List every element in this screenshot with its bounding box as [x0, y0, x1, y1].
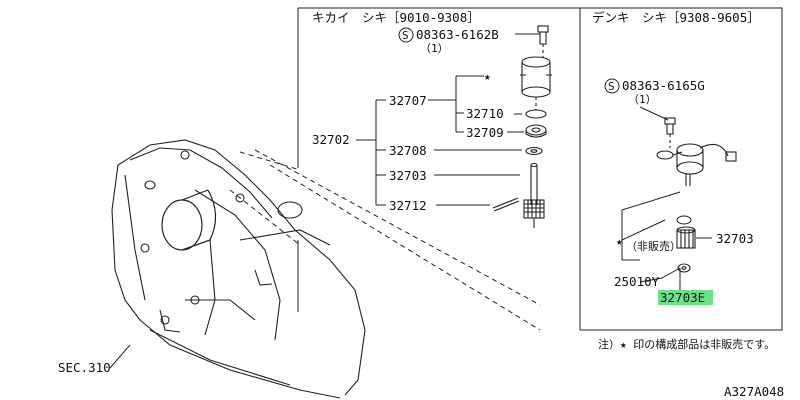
bolt-right-qty: （1）: [628, 93, 657, 106]
part-32702: 32702: [312, 132, 350, 147]
s-circle-icon: S: [398, 27, 414, 43]
left-panel-title: キカイ シキ［9010-9308］: [312, 10, 480, 25]
svg-text:S: S: [608, 80, 615, 93]
part-tree-left: [356, 75, 524, 206]
part-32708: 32708: [389, 143, 427, 158]
part-32703-right: 32703: [716, 231, 754, 246]
part-32703e: 32703E: [660, 290, 705, 305]
left-panel-border: [297, 7, 581, 330]
star-mark-left: ★: [484, 70, 491, 83]
part-25010y: 25010Y: [614, 274, 660, 289]
footnote: 注）★ 印の構成部品は非販売です。: [598, 337, 775, 351]
part-32703-left: 32703: [389, 168, 427, 183]
part-32707: 32707: [389, 93, 427, 108]
washer-icon: [525, 124, 547, 138]
bolt-icon: [537, 25, 549, 58]
bolt-icon: [664, 117, 676, 148]
diagram-id: A327A048: [724, 384, 784, 399]
highlight-32703e: [658, 290, 713, 305]
part-32712: 32712: [389, 198, 427, 213]
part-32709: 32709: [466, 125, 504, 140]
electric-sensor-icon: [656, 143, 737, 186]
o-ring-icon: [676, 215, 692, 225]
right-panel-border: [580, 7, 783, 331]
gear-icon: [523, 199, 545, 228]
sec-leader: [109, 344, 131, 369]
svg-text:S: S: [402, 29, 409, 42]
not-for-sale-label: （非販売）: [626, 240, 681, 253]
o-ring-icon: [525, 109, 547, 119]
extension-cylinder: [161, 189, 217, 251]
bolt-left-part: 08363-6162B: [416, 27, 499, 42]
sec-label: SEC.310: [58, 360, 111, 375]
dashed-leaders: [229, 149, 541, 331]
s-circle-icon: S: [604, 78, 620, 94]
right-panel-title: デンキ シキ［9308-9605］: [592, 10, 760, 25]
pin-icon: [492, 197, 520, 212]
bolt-left-qty: （1）: [420, 42, 449, 55]
seal-icon: [525, 146, 543, 156]
shaft-icon: [530, 162, 538, 205]
part-32710: 32710: [466, 106, 504, 121]
transmission-housing: [111, 139, 366, 399]
gear-icon: [676, 226, 696, 249]
washer-icon: [677, 263, 691, 273]
bolt-right-part: 08363-6165G: [622, 78, 705, 93]
star-mark-right: ★: [616, 235, 623, 248]
sensor-body-icon: [520, 56, 552, 110]
